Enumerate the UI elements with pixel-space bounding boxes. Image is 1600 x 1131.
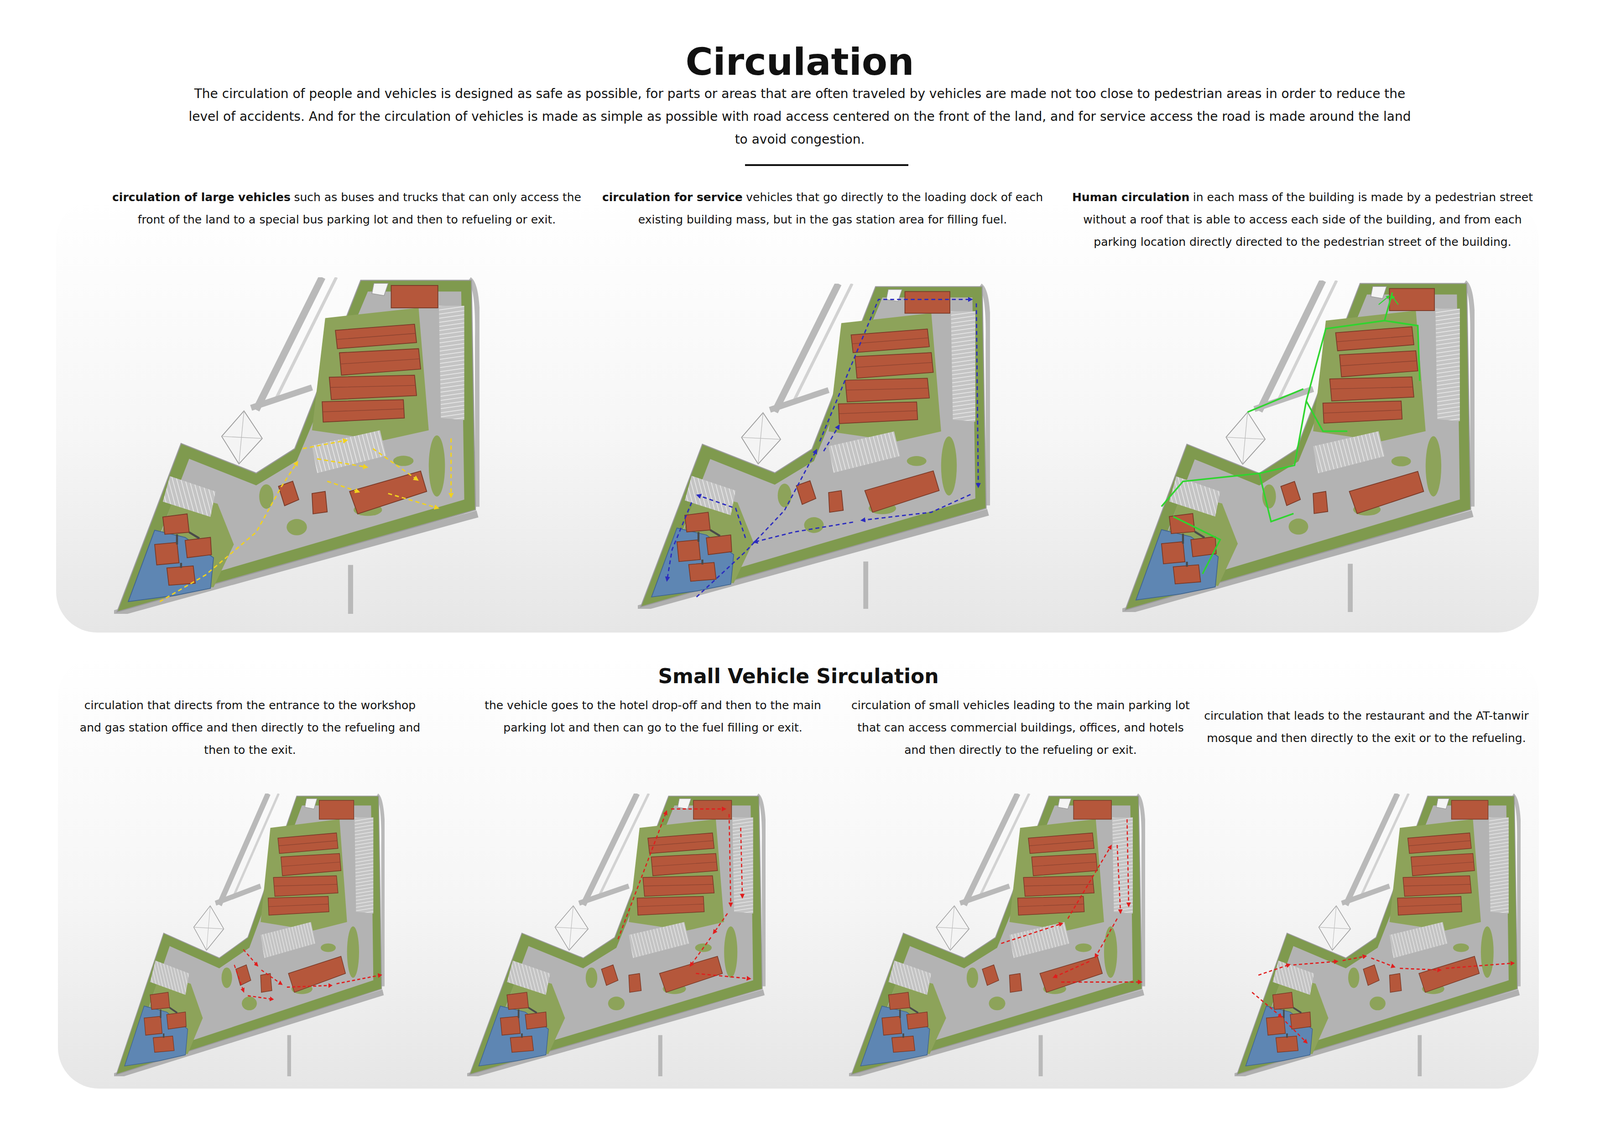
panel-caption: the vehicle goes to the hotel drop-off a… xyxy=(477,694,829,740)
caption-heading: circulation for service xyxy=(602,190,743,204)
panel-caption: Human circulationin each mass of the bui… xyxy=(1060,186,1545,254)
caption-wrap: circulation that leads to the restaurant… xyxy=(1190,704,1543,750)
site-plan-small-vehicle-4 xyxy=(1234,793,1521,1077)
caption-wrap: Human circulationin each mass of the bui… xyxy=(1060,186,1545,254)
caption-wrap: circulation of large vehiclessuch as bus… xyxy=(111,186,582,231)
title-wrap: Circulation xyxy=(434,39,1165,85)
caption-wrap: circulation for servicevehicles that go … xyxy=(585,186,1060,231)
caption-heading: Human circulation xyxy=(1072,190,1190,204)
site-plan-service xyxy=(637,283,991,610)
site-plan-small-vehicle-2 xyxy=(467,793,766,1077)
site-plan-small-vehicle-1 xyxy=(114,793,385,1077)
panel-caption: circulation that leads to the restaurant… xyxy=(1190,704,1543,750)
caption-heading: circulation of large vehicles xyxy=(112,190,291,204)
intro-paragraph: The circulation of people and vehicles i… xyxy=(183,82,1416,152)
panel-caption: circulation that directs from the entran… xyxy=(74,694,426,762)
caption-text: the vehicle goes to the hotel drop-off a… xyxy=(484,698,822,735)
caption-wrap: the vehicle goes to the hotel drop-off a… xyxy=(477,694,829,740)
site-plan-human xyxy=(1122,280,1475,613)
divider-line xyxy=(745,164,909,167)
panel-caption: circulation for servicevehicles that go … xyxy=(585,186,1060,231)
intro-wrap: The circulation of people and vehicles i… xyxy=(183,82,1416,152)
caption-text: circulation that leads to the restaurant… xyxy=(1203,709,1529,746)
panel-caption: circulation of small vehicles leading to… xyxy=(844,694,1197,762)
site-plan-large-vehicles xyxy=(114,277,480,615)
caption-wrap: circulation that directs from the entran… xyxy=(74,694,426,762)
panel-caption: circulation of large vehiclessuch as bus… xyxy=(111,186,582,231)
caption-text: circulation that directs from the entran… xyxy=(79,698,421,757)
diagram-title: Circulation xyxy=(434,39,1165,85)
caption-text: circulation of small vehicles leading to… xyxy=(851,698,1190,757)
site-plan-small-vehicle-3 xyxy=(849,793,1146,1077)
caption-wrap: circulation of small vehicles leading to… xyxy=(844,694,1197,762)
band-heading: Small Vehicle Sirculation xyxy=(57,656,1539,689)
